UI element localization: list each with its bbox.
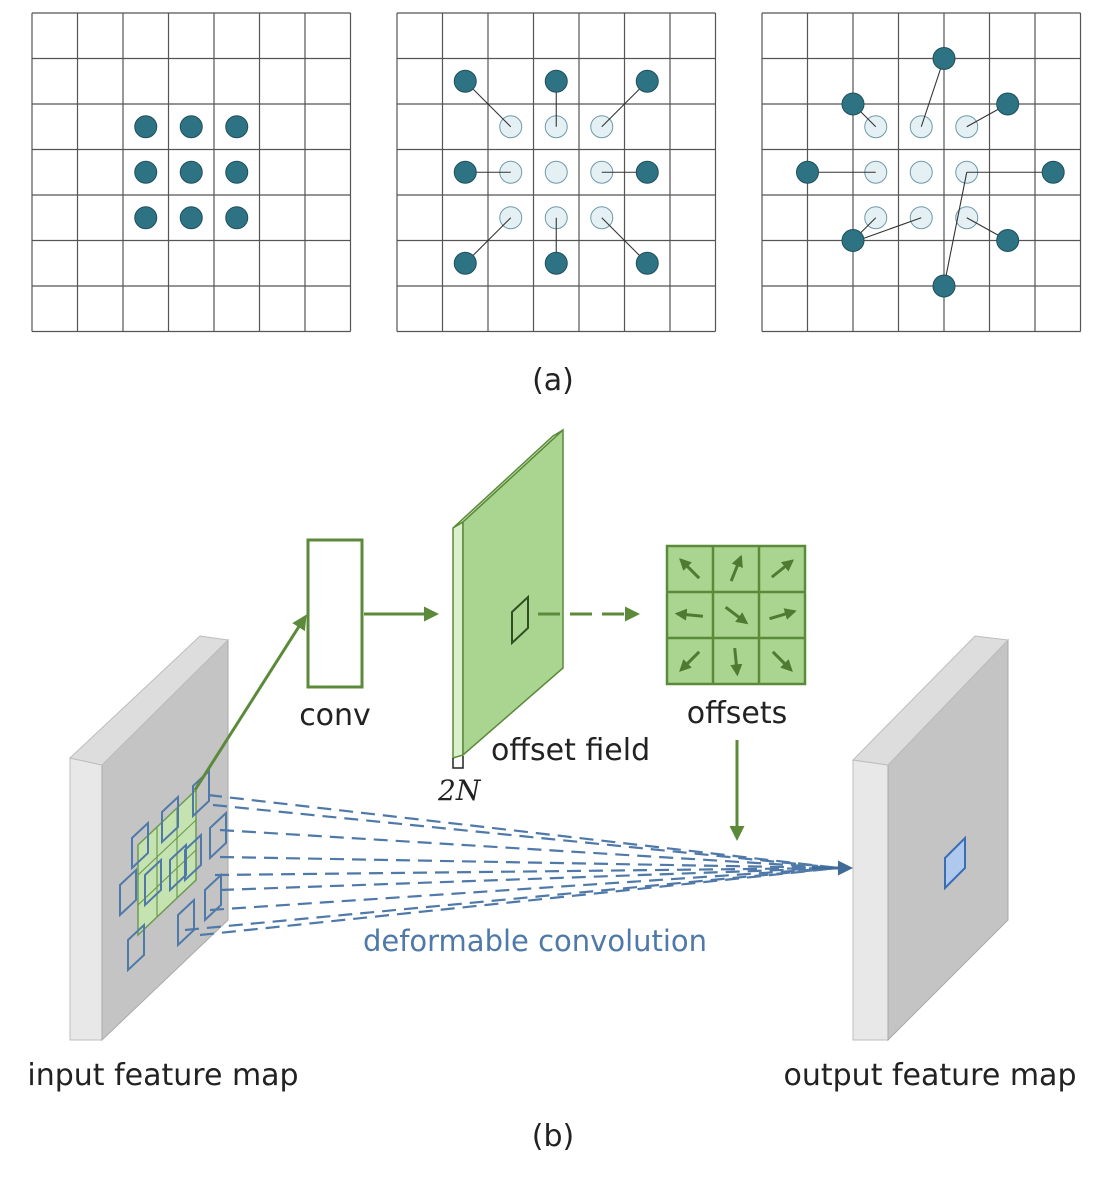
sample-point	[134, 206, 158, 230]
deformed-sample-point	[1041, 160, 1065, 184]
offset-vector-arrow	[771, 650, 793, 672]
offset-field-cell	[511, 594, 529, 646]
deformable-sampling-lines	[184, 793, 853, 937]
grid-panel-deformed-scaled	[396, 12, 717, 333]
grid-panel-regular	[31, 12, 352, 333]
sample-point	[134, 115, 158, 139]
sample-point	[179, 115, 203, 139]
dashed-sampling-line	[212, 803, 839, 870]
caption-b: (b)	[532, 1119, 574, 1154]
dashed-sampling-line	[219, 866, 839, 892]
deformed-sample-point	[544, 69, 568, 93]
deformed-sample-squares	[119, 768, 227, 973]
dashed-sampling-line	[219, 828, 839, 870]
dashed-sampling-line	[214, 866, 839, 877]
deformed-sample-point	[453, 251, 477, 275]
offset-arrow	[856, 217, 922, 242]
original-sample-point	[544, 160, 568, 184]
offset-vector-arrow	[770, 559, 795, 579]
offset-arrow	[941, 172, 968, 287]
input-feature-map	[68, 635, 230, 1042]
sample-point	[225, 160, 249, 184]
sample-point	[225, 115, 249, 139]
dashed-sampling-line	[207, 793, 839, 870]
input-map-label: input feature map	[27, 1058, 298, 1093]
deformed-sample-point	[453, 69, 477, 93]
sample-square	[144, 857, 162, 908]
arrow-input-to-conv	[193, 614, 307, 791]
dashed-sampling-line	[209, 866, 839, 912]
offset-vector-arrow	[730, 647, 743, 677]
offsets-label: offsets	[687, 696, 788, 731]
caption-a: (a)	[532, 363, 574, 398]
sample-point	[179, 160, 203, 184]
deformed-sample-point	[635, 69, 659, 93]
original-sample-point	[909, 160, 933, 184]
conv-box	[306, 538, 364, 689]
offset-vector-arrow	[769, 608, 797, 621]
sample-square	[161, 794, 179, 845]
offset-dim-label: 2N	[437, 774, 482, 807]
dashed-sampling-line	[219, 855, 839, 870]
deformed-sample-point	[841, 92, 865, 116]
dashed-sampling-line	[184, 866, 839, 932]
sample-point	[225, 206, 249, 230]
offset-arrow	[920, 57, 946, 127]
sample-square	[184, 832, 202, 883]
offset-vector-arrow	[674, 608, 704, 621]
deformable-convolution-label: deformable convolution	[363, 924, 707, 958]
conv-label: conv	[299, 698, 371, 733]
deformed-sample-point	[996, 92, 1020, 116]
offset-field-label: offset field	[491, 733, 650, 768]
offset-vector-arrow	[679, 558, 701, 580]
offset-vector-arrow	[679, 650, 701, 672]
offset-vector-arrow	[729, 554, 743, 582]
sample-point	[179, 206, 203, 230]
deformed-sample-point	[996, 229, 1020, 252]
output-pixel	[944, 835, 966, 891]
deformed-sample-point	[453, 160, 477, 184]
offset-vector-arrow	[724, 606, 749, 625]
deformed-sample-point	[544, 251, 568, 275]
output-feature-map	[851, 635, 1010, 1042]
offsets-grid	[665, 544, 807, 686]
sample-square	[127, 922, 145, 973]
deformed-sample-point	[796, 160, 819, 184]
grid-panel-deformed-free	[761, 12, 1082, 333]
sample-square	[204, 872, 222, 923]
deformed-sample-point	[932, 47, 956, 70]
deformed-sample-point	[841, 229, 865, 252]
deformed-sample-point	[932, 274, 956, 298]
deformed-sample-point	[635, 251, 659, 275]
offset-field	[452, 428, 564, 769]
dashed-sampling-line	[199, 866, 839, 937]
sample-square	[119, 867, 137, 918]
sample-point	[134, 160, 158, 184]
sample-square	[209, 810, 227, 861]
sample-square	[131, 820, 149, 871]
deformed-sample-point	[635, 160, 659, 184]
output-map-label: output feature map	[784, 1058, 1077, 1093]
